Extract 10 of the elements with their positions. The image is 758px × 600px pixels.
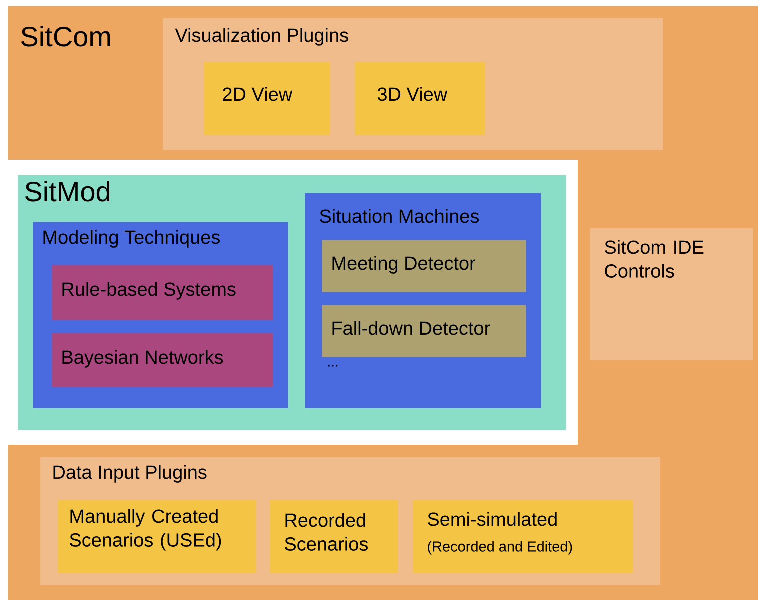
module-box: Manually Created Scenarios (USEd) <box>58 500 256 574</box>
module-box: 2D View <box>204 62 330 136</box>
module-panel: SitCom IDE Controls <box>590 228 754 360</box>
module-box: Rule-based Systems <box>52 265 274 320</box>
module-box: Recorded Scenarios <box>270 500 398 574</box>
module-box: Bayesian Networks <box>52 333 274 388</box>
module-box: 3D View <box>355 62 486 136</box>
module-box: Fall-down Detector <box>322 305 526 358</box>
module-box: Semi-simulated (Recorded and Edited) <box>413 500 634 574</box>
module-box: Meeting Detector <box>322 240 526 292</box>
